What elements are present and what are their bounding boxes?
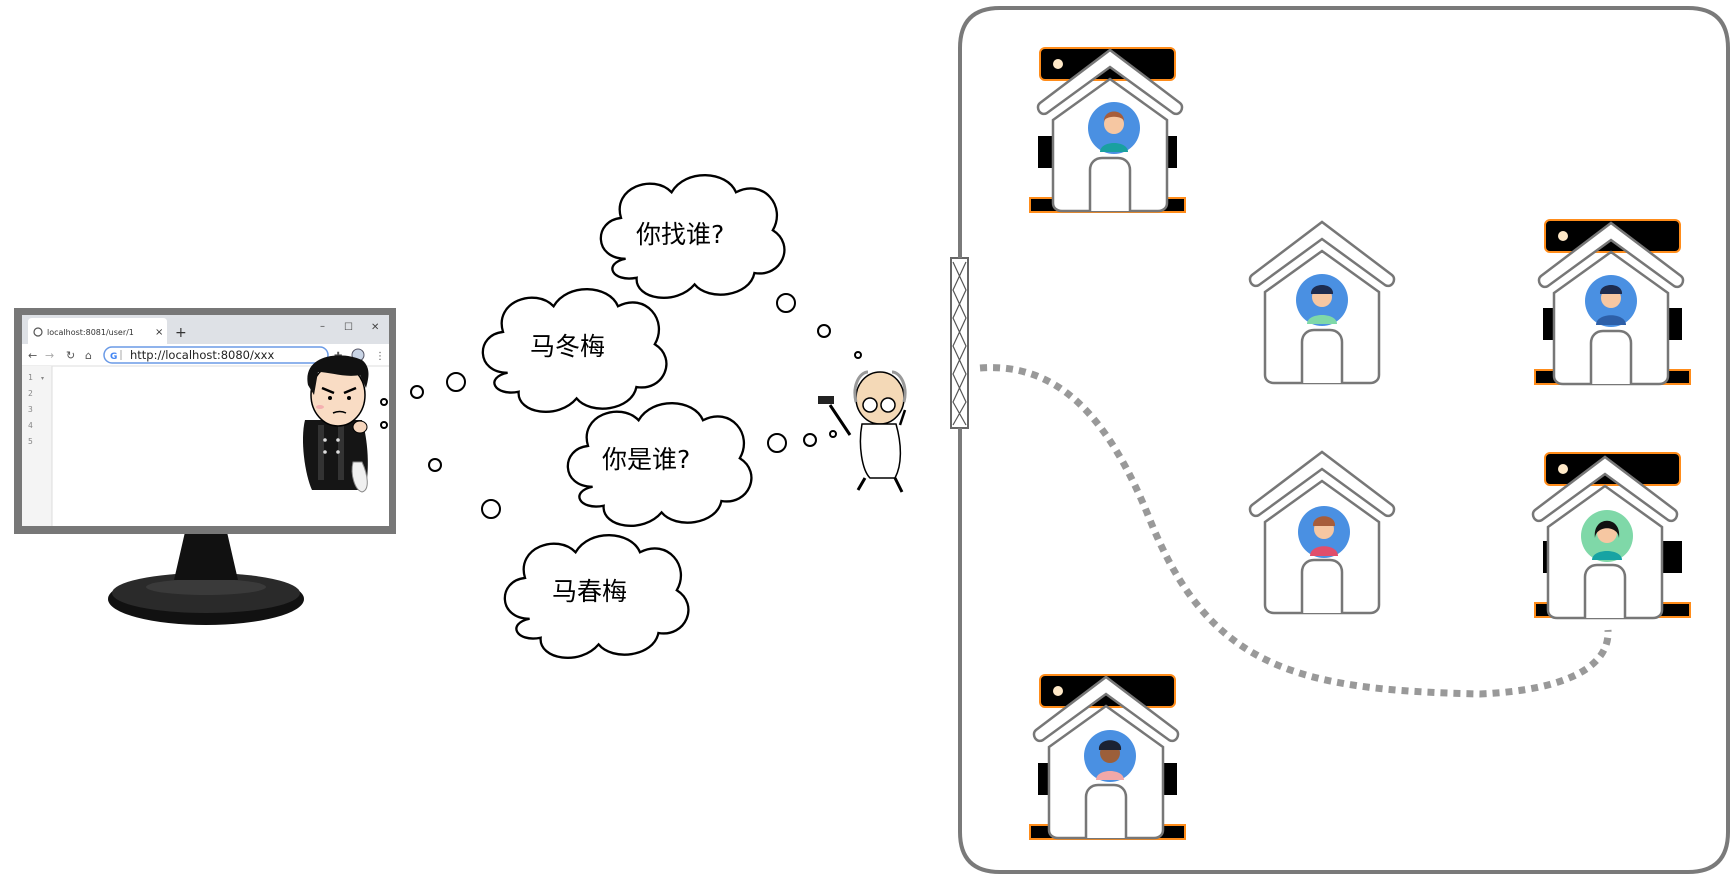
- house-with-server: [1029, 674, 1186, 840]
- back-arrow-icon[interactable]: ←: [28, 349, 37, 362]
- line-number: 2: [28, 389, 33, 398]
- line-number: 1: [28, 373, 33, 382]
- line-number: 3: [28, 405, 33, 414]
- house: [1248, 220, 1396, 385]
- globe-icon: [33, 327, 43, 337]
- maximize-icon[interactable]: ☐: [344, 322, 353, 333]
- house-with-server: [1029, 47, 1186, 213]
- gatekeeper-illustration: [818, 370, 907, 493]
- address-bar[interactable]: [103, 346, 329, 364]
- thought-bubble-dots: [767, 293, 862, 453]
- address-bar-url: http://localhost:8080/xxx: [130, 348, 274, 362]
- browser-window: localhost:8081/user/1 × + – ☐ ✕ ← → ↻ ⌂ …: [22, 315, 389, 526]
- cloud-text: 马冬梅: [530, 332, 605, 361]
- line-number: 4: [28, 421, 33, 430]
- new-tab-button[interactable]: +: [175, 325, 187, 341]
- cloud-text: 你找谁?: [636, 220, 724, 249]
- menu-kebab-icon[interactable]: ⋮: [375, 351, 385, 362]
- monitor-neck: [174, 532, 238, 580]
- close-icon[interactable]: ✕: [371, 322, 379, 333]
- line-number: 5: [28, 437, 33, 446]
- cloud-text: 马春梅: [552, 577, 627, 606]
- reload-icon[interactable]: ↻: [66, 349, 75, 362]
- browser-tab[interactable]: [28, 318, 167, 344]
- house-with-server: [1531, 452, 1691, 620]
- fold-toggle-icon[interactable]: ▾: [41, 375, 44, 382]
- house: [1248, 450, 1396, 615]
- google-icon: G: [110, 352, 117, 362]
- cloud-text: 你是谁?: [602, 445, 690, 474]
- forward-arrow-icon[interactable]: →: [45, 349, 54, 362]
- thought-bubble-dots: [380, 372, 501, 519]
- gate: [950, 257, 969, 429]
- network-boundary-frame: [958, 6, 1730, 874]
- dotted-route: [979, 364, 1612, 698]
- home-icon[interactable]: ⌂: [85, 349, 92, 362]
- house-with-server: [1534, 219, 1691, 386]
- minimize-icon[interactable]: –: [320, 321, 325, 332]
- tab-close-icon[interactable]: ×: [155, 327, 163, 338]
- cartoon-character-illustration: [302, 355, 369, 493]
- tab-title: localhost:8081/user/1: [47, 328, 134, 337]
- editor-gutter: [22, 366, 52, 526]
